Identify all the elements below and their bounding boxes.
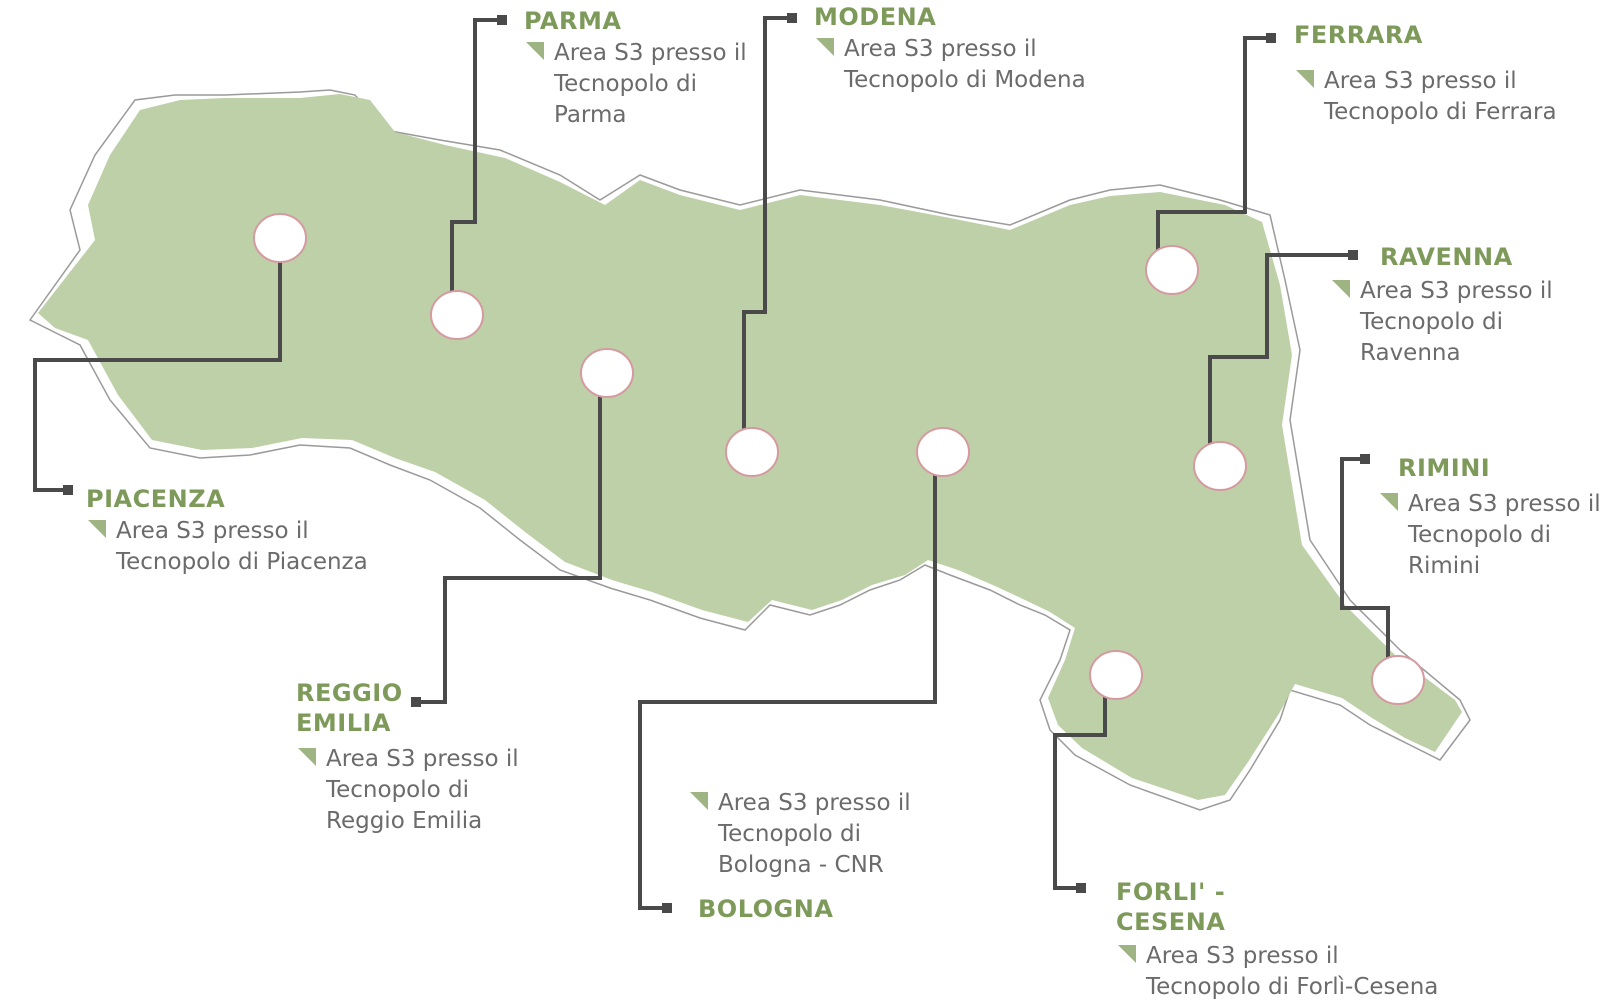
city-description: Area S3 presso il Tecnopolo di Parma [554, 40, 747, 128]
connector-parma [450, 18, 500, 298]
triangle-icon [1380, 493, 1398, 511]
connector-rimini [1340, 457, 1390, 668]
connector-bologna [638, 455, 937, 910]
city-description: Area S3 presso il Tecnopolo di Forlì-Ces… [1146, 943, 1439, 1000]
endcap-forli-cesena [1076, 883, 1086, 893]
triangle-icon [298, 748, 316, 766]
marker-reggio-emilia[interactable] [580, 348, 634, 398]
triangle-icon [1332, 280, 1350, 298]
city-name: RIMINI [1398, 454, 1491, 482]
label-bologna: BOLOGNA [698, 894, 833, 924]
city-name: REGGIO EMILIA [296, 679, 403, 737]
connector-piacenza [33, 240, 282, 492]
city-name: FERRARA [1294, 21, 1423, 49]
label-parma: PARMA Area S3 presso il Tecnopolo di Par… [524, 6, 747, 131]
endcap-parma [497, 15, 507, 25]
label-reggio-emilia: REGGIO EMILIA Area S3 presso il Tecnopol… [296, 678, 519, 837]
endcap-ferrara [1266, 33, 1276, 43]
city-description: Area S3 presso il Tecnopolo di Bologna -… [718, 790, 911, 878]
connector-forli-cesena [1053, 675, 1107, 890]
city-name: PARMA [524, 7, 622, 35]
marker-ravenna[interactable] [1193, 441, 1247, 491]
label-rimini: RIMINI Area S3 presso il Tecnopolo di Ri… [1378, 453, 1601, 582]
city-description: Area S3 presso il Tecnopolo di Rimini [1408, 491, 1601, 579]
label-modena: MODENA Area S3 presso il Tecnopolo di Mo… [814, 2, 1086, 96]
city-description: Area S3 presso il Tecnopolo di Reggio Em… [326, 746, 519, 834]
endcap-bologna [662, 903, 672, 913]
marker-modena[interactable] [725, 427, 779, 477]
connector-ravenna [1208, 253, 1352, 450]
triangle-icon [690, 792, 708, 810]
endcap-piacenza [63, 485, 73, 495]
triangle-icon [88, 520, 106, 538]
label-bologna-desc: Area S3 presso il Tecnopolo di Bologna -… [688, 788, 911, 881]
endcap-ravenna [1348, 250, 1358, 260]
city-description: Area S3 presso il Tecnopolo di Modena [844, 36, 1086, 93]
triangle-icon [1296, 70, 1314, 88]
city-name: PIACENZA [86, 485, 226, 513]
endcap-rimini [1360, 454, 1370, 464]
marker-parma[interactable] [430, 290, 484, 340]
marker-rimini[interactable] [1371, 655, 1425, 705]
city-name: BOLOGNA [698, 895, 834, 923]
city-name: MODENA [814, 3, 937, 31]
triangle-icon [526, 42, 544, 60]
endcap-reggio-emilia [411, 697, 421, 707]
triangle-icon [816, 38, 834, 56]
connector-ferrara [1156, 36, 1270, 258]
label-ravenna: RAVENNA Area S3 presso il Tecnopolo di R… [1330, 242, 1553, 369]
city-description: Area S3 presso il Tecnopolo di Ravenna [1360, 278, 1553, 366]
marker-bologna[interactable] [916, 427, 970, 477]
label-piacenza: PIACENZA Area S3 presso il Tecnopolo di … [86, 484, 368, 578]
label-ferrara: FERRARA Area S3 presso il Tecnopolo di F… [1294, 20, 1557, 128]
marker-ferrara[interactable] [1145, 245, 1199, 295]
city-description: Area S3 presso il Tecnopolo di Piacenza [116, 518, 368, 575]
triangle-icon [1118, 945, 1136, 963]
city-description: Area S3 presso il Tecnopolo di Ferrara [1324, 68, 1557, 125]
label-forli-cesena: FORLI' - CESENA Area S3 presso il Tecnop… [1116, 877, 1438, 1003]
city-name: RAVENNA [1380, 243, 1513, 271]
marker-piacenza[interactable] [253, 213, 307, 263]
connector-reggio-emilia [418, 358, 602, 704]
connector-modena [742, 16, 790, 432]
endcap-modena [787, 13, 797, 23]
marker-forli-cesena[interactable] [1089, 650, 1143, 700]
city-name: FORLI' - CESENA [1116, 878, 1226, 936]
